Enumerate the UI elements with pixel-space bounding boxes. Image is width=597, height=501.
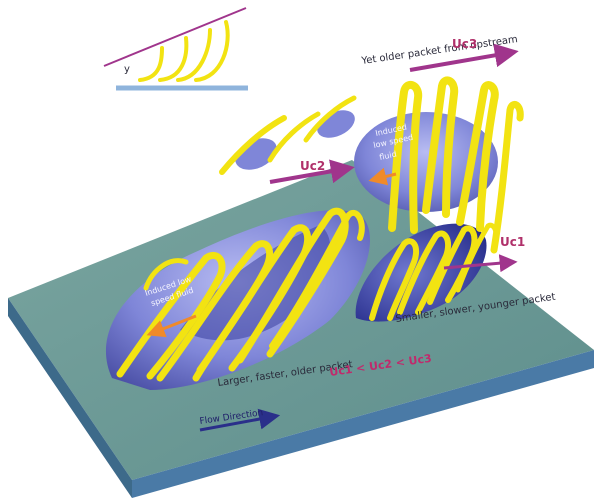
floating-blobs — [222, 98, 359, 176]
u2-label: Uc2 — [300, 159, 325, 173]
inset-vortex-1 — [140, 48, 162, 80]
inset-y-label: y — [124, 64, 130, 75]
inset-vortex-2 — [160, 38, 186, 80]
upstream-vortex-4 — [494, 104, 520, 250]
inset-vortex-3 — [178, 30, 210, 80]
yet-older-label: Yet older packet from upstream — [360, 34, 519, 67]
u3-label: Uc3 — [452, 37, 477, 51]
inset-sketch: y — [104, 8, 248, 88]
u1-label: Uc1 — [500, 235, 525, 249]
